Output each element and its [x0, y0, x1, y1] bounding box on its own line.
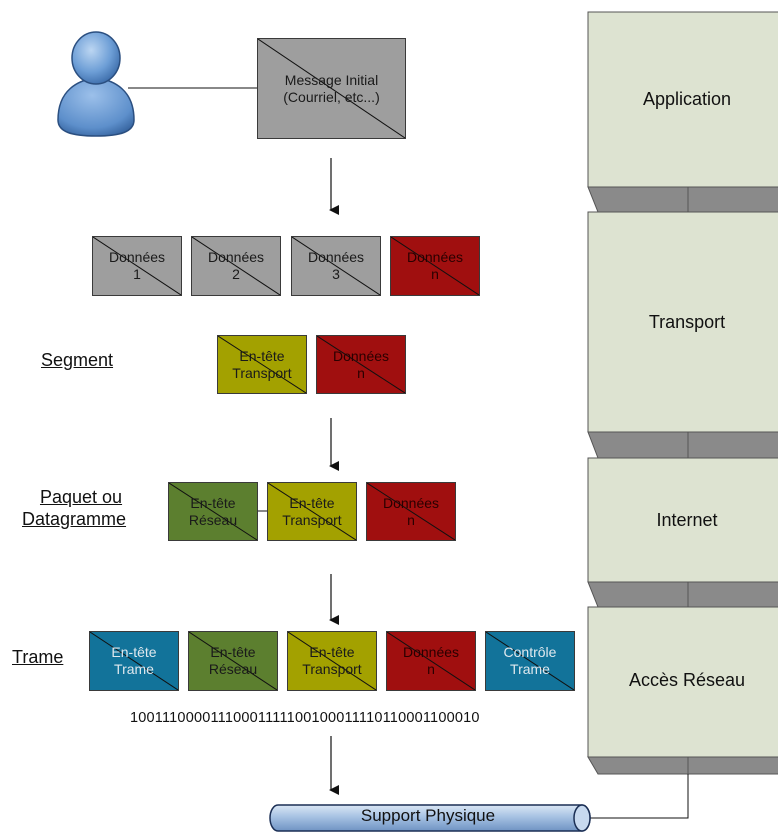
header-line1: En-tête	[190, 494, 236, 511]
header-line2: Transport	[232, 364, 292, 381]
header-line2: Transport	[282, 511, 342, 528]
header-line2: Transport	[302, 661, 362, 677]
frame-label: Trame	[12, 647, 64, 667]
data-block-number: 3	[332, 266, 340, 282]
header-line2: Réseau	[208, 661, 258, 677]
header-line2: Réseau	[188, 511, 238, 528]
header-line1: En-tête	[289, 494, 335, 511]
data-block-number: 2	[232, 266, 240, 282]
data-line1: Données	[402, 644, 460, 660]
data-block-word: Données	[406, 249, 464, 265]
data-line1: Données	[382, 494, 440, 511]
initial-message-line1: Message Initial	[284, 71, 379, 88]
header-line1: En-tête	[210, 644, 256, 660]
physical-medium-label: Support Physique	[360, 806, 496, 825]
data-block-word: Données	[108, 249, 166, 265]
header-line1: En-tête	[239, 347, 285, 364]
data-block-word: Données	[307, 249, 365, 265]
layer-transport-label: Transport	[649, 312, 725, 332]
header-line1: En-tête	[111, 644, 157, 660]
data-line2: n	[427, 661, 435, 677]
packet-label: Paquet ou Datagramme	[22, 486, 126, 530]
data-block-number: 1	[133, 266, 141, 282]
packet-label-line1: Paquet ou	[39, 487, 123, 507]
initial-message-line2: (Courriel, etc...)	[283, 88, 380, 105]
physical-medium-pipe	[269, 804, 591, 832]
layer-stack	[587, 11, 778, 775]
header-line2: Trame	[114, 661, 154, 677]
segment-label: Segment	[41, 350, 114, 370]
layer-internet-label: Internet	[656, 510, 717, 530]
data-block-number: n	[431, 266, 439, 282]
data-line2: n	[357, 364, 365, 381]
medium-connector	[590, 774, 689, 819]
binary-stream: 1001110000111000111110010001111011000110…	[130, 710, 480, 726]
layer-network-access-label: Accès Réseau	[629, 670, 745, 690]
data-line1: Données	[332, 347, 390, 364]
layer-application-label: Application	[643, 89, 731, 109]
trailer-line1: Contrôle	[503, 644, 557, 660]
data-block-word: Données	[207, 249, 265, 265]
trailer-line2: Trame	[510, 661, 550, 677]
initial-message-box: Message Initial (Courriel, etc...)	[257, 38, 406, 139]
user-icon	[57, 31, 135, 137]
header-line1: En-tête	[309, 644, 355, 660]
packet-label-line2: Datagramme	[22, 509, 127, 529]
data-line2: n	[407, 511, 415, 528]
